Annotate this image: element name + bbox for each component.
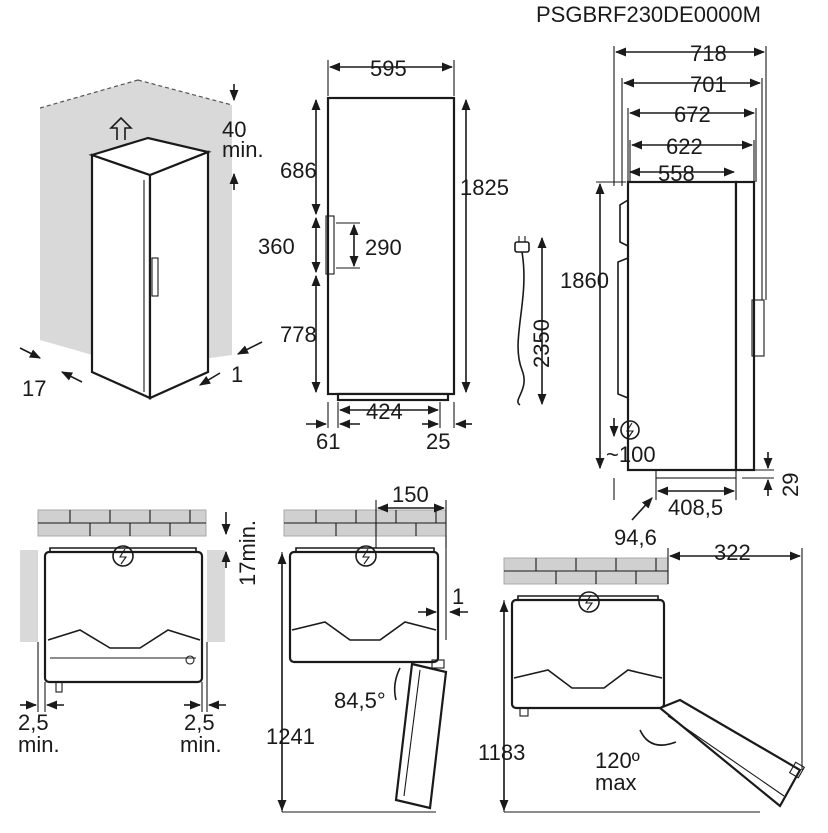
side-height-label: 1860 <box>560 268 609 293</box>
door-angle-label: 84,5° <box>334 688 386 713</box>
depth-622-label: 622 <box>666 134 703 159</box>
rear-gap-value: 17 <box>235 562 260 586</box>
depth-718-label: 718 <box>690 41 727 66</box>
side-right-clearance: 1 <box>231 362 243 387</box>
door-angle-max-note: max <box>595 770 637 795</box>
lightning-icon <box>112 545 134 567</box>
front-view: 595 1825 686 360 778 290 424 61 25 <box>258 56 509 454</box>
left-gap-value: 2,5 <box>18 710 49 735</box>
model-code: PSGBRF230DE0000M <box>536 2 761 27</box>
depth-672-label: 672 <box>674 102 711 127</box>
top-clearance-unit: min. <box>222 137 264 162</box>
depth-open-max-label: 1183 <box>478 740 525 765</box>
lightning-icon <box>620 420 640 440</box>
feet-spacing-label: 424 <box>366 399 403 424</box>
front-height-label: 1825 <box>460 175 509 200</box>
depth-701-label: 701 <box>690 72 727 97</box>
right-gap-unit: min. <box>180 732 222 757</box>
depth-558-label: 558 <box>658 161 695 186</box>
left-gap-unit: min. <box>18 732 60 757</box>
lightning-icon <box>355 545 377 567</box>
width-open-label: 322 <box>714 540 751 565</box>
right-gap-value: 2,5 <box>184 710 215 735</box>
top-view-clearance: 17min. 2,5 min. 2,5 min. <box>18 509 260 757</box>
top-view-door-max: 120º max 322 1183 <box>478 540 806 813</box>
top-view-door-open: 150 1 84,5° 1241 <box>266 482 468 813</box>
rear-offset-label: 94,6 <box>614 525 657 550</box>
plug-height-label: ~100 <box>606 442 656 467</box>
feet-depth-label: 408,5 <box>668 495 723 520</box>
lightning-icon <box>578 591 600 613</box>
right-offset-label: 25 <box>426 429 450 454</box>
cable-length-label: 2350 <box>529 319 554 368</box>
handle-length-label: 290 <box>365 235 402 260</box>
cable-length: 2350 <box>514 236 554 406</box>
side-gap-label: 1 <box>452 584 464 609</box>
depth-open-label: 1241 <box>266 724 315 749</box>
front-width-label: 595 <box>370 56 407 81</box>
door-angle-max-label: 120º <box>595 748 640 773</box>
perspective-view: 40 min. 17 1 <box>19 79 264 401</box>
lower-section-label: 778 <box>280 322 317 347</box>
left-offset-label: 61 <box>316 429 340 454</box>
rear-gap-label: 17min. <box>235 520 260 586</box>
power-plug-icon <box>514 236 530 253</box>
door-offset-label: 150 <box>392 482 429 507</box>
handle-zone-label: 360 <box>258 234 295 259</box>
foot-height-label: 29 <box>778 473 803 497</box>
side-left-clearance: 17 <box>22 376 46 401</box>
top-clearance-value: 40 <box>222 117 246 142</box>
side-view: 718 701 672 622 558 1860 ~100 29 408,5 9… <box>560 41 803 550</box>
rear-gap-unit: min. <box>235 520 260 562</box>
up-arrow-icon <box>109 116 133 140</box>
upper-section-label: 686 <box>280 158 317 183</box>
